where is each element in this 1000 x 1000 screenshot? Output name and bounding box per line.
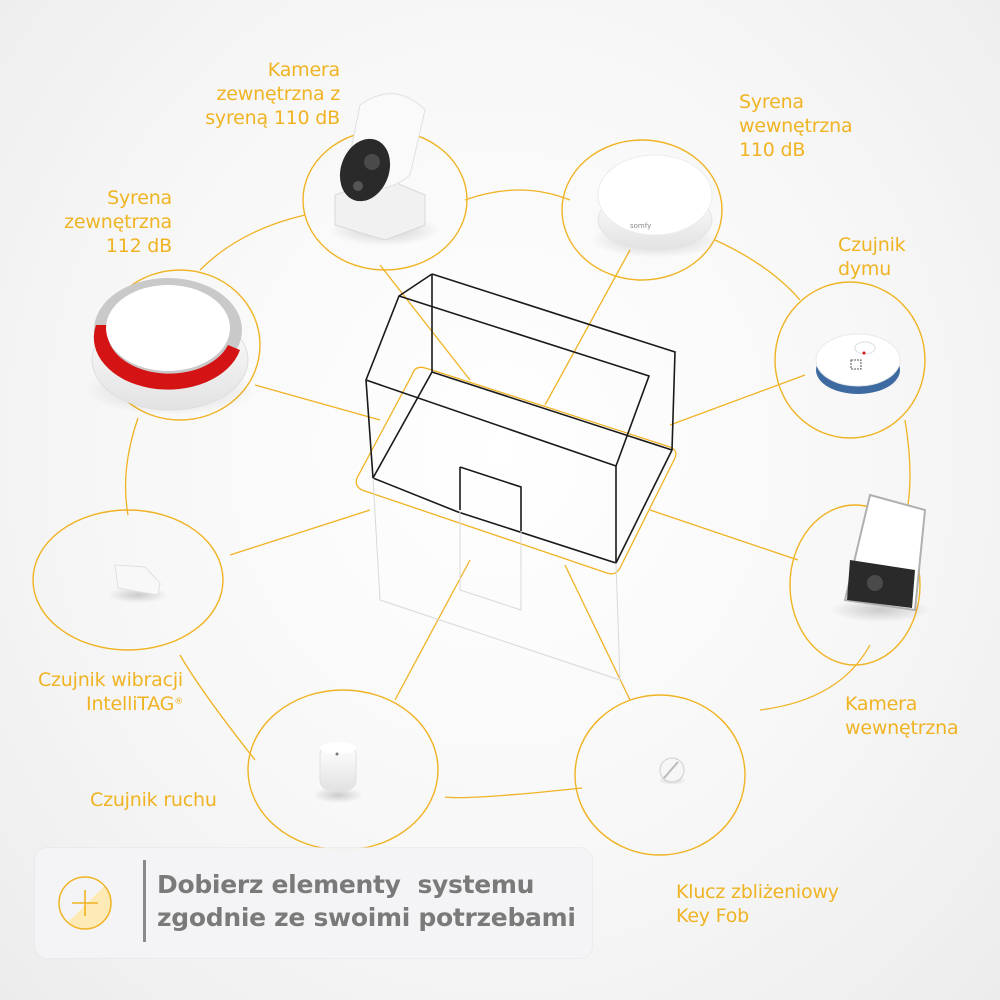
label-line: zewnętrzna [64,211,172,233]
label-line: dymu [838,258,892,280]
vibration-sensor-icon [108,564,168,603]
cta-line: zgodnie ze swoimi potrzebami [157,903,576,932]
product-name: IntelliTAG [86,693,175,715]
label-outdoor-camera: Kamera zewnętrzna z syreną 110 dB [160,58,340,130]
label-vibration-sensor: Czujnik wibracji IntelliTAG® [0,668,183,716]
plus-circle-icon[interactable] [57,875,113,931]
label-indoor-camera: Kamera wewnętrzna [845,692,1000,740]
label-key-fob: Klucz zbliżeniowy Key Fob [676,880,896,928]
cta-banner[interactable]: Dobierz elementy systemu zgodnie ze swoi… [35,848,592,958]
label-line: Czujnik [838,234,906,256]
label-line: Klucz zbliżeniowy [676,881,839,903]
label-line: 110 dB [739,139,806,161]
label-line: Kamera [267,59,340,81]
label-line: Kamera [845,693,918,715]
label-line: wewnętrzna [739,115,853,137]
label-line: Czujnik ruchu [90,789,217,811]
label-line: Czujnik wibracji [37,669,183,691]
label-motion-sensor: Czujnik ruchu [90,788,270,812]
smoke-detector-icon [813,333,903,394]
outdoor-siren-icon [85,278,255,415]
label-smoke-detector: Czujnik dymu [838,233,958,281]
indoor-siren-icon: somfy [590,154,720,258]
label-indoor-siren: Syrena wewnętrzna 110 dB [739,90,939,162]
key-fob-icon [658,757,686,785]
label-line: zewnętrzna z [216,83,341,105]
label-line: Syrena [739,91,804,113]
cta-divider [143,860,146,942]
house-reflection [372,477,621,681]
trademark-symbol: ® [174,697,183,707]
label-line: 112 dB [105,235,172,257]
house-wireframe-icon [365,273,676,564]
label-outdoor-siren: Syrena zewnętrzna 112 dB [0,186,172,258]
label-line: syreną 110 dB [205,107,340,129]
label-line: Key Fob [676,905,750,927]
motion-sensor-icon [313,742,363,803]
svg-text:somfy: somfy [630,222,651,230]
outdoor-camera-icon [330,93,440,246]
cta-line: Dobierz elementy systemu [157,870,535,899]
cta-text: Dobierz elementy systemu zgodnie ze swoi… [157,868,576,934]
connection-lines [124,189,911,799]
label-line: IntelliTAG® [0,692,183,716]
label-line: wewnętrzna [845,717,959,739]
label-line: Syrena [107,187,172,209]
indoor-camera-icon [830,493,930,622]
